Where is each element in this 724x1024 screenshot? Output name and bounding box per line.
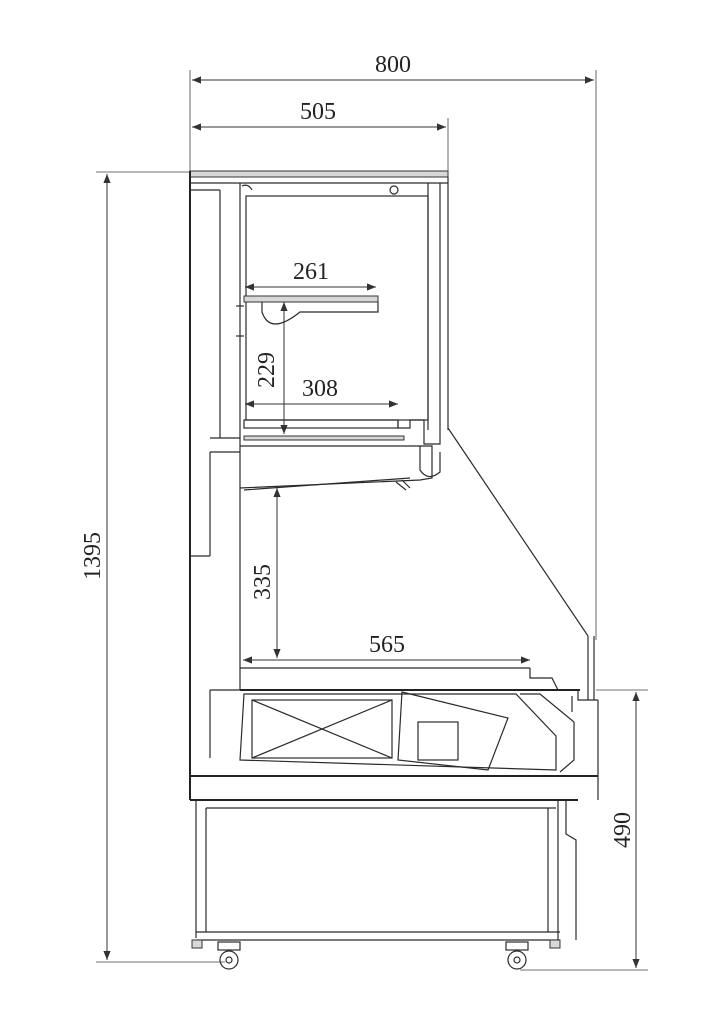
dimension-label-overall-height: 1395: [80, 532, 106, 580]
dimension-label-lower-opening: 335: [250, 564, 276, 600]
dimension-lines: [96, 70, 648, 971]
cabinet-body: [189, 170, 599, 941]
dimension-label-upper-width: 505: [300, 99, 336, 125]
dimension-label-base-height: 490: [610, 812, 636, 848]
dimension-label-middle-depth: 308: [302, 376, 338, 402]
dimension-label-overall-width: 800: [375, 52, 411, 78]
dimension-label-top-shelf-spacing: 229: [254, 352, 280, 388]
dimension-label-top-shelf-depth: 261: [293, 259, 329, 285]
caster-right: [505, 939, 561, 970]
dimension-label-deck-depth: 565: [369, 632, 405, 658]
caster-left: [191, 939, 241, 970]
